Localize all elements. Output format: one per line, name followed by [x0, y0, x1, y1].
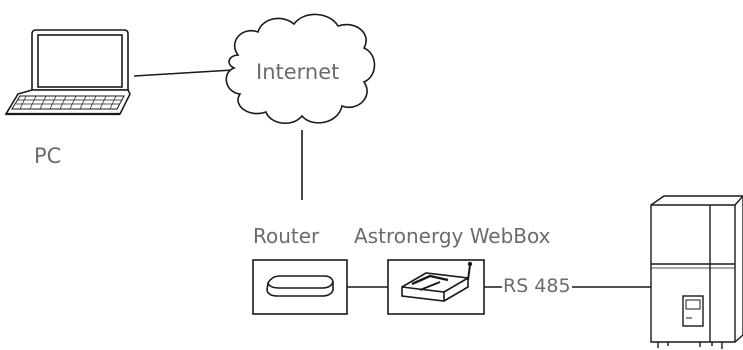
- rs485-label: RS 485: [502, 275, 572, 297]
- router-icon: [252, 259, 348, 315]
- laptop-icon: [4, 29, 131, 116]
- inverter-icon: [650, 195, 743, 349]
- cloud-icon: [225, 13, 376, 124]
- pc-internet-line: [133, 69, 234, 77]
- webbox-label: Astronergy WebBox: [354, 224, 551, 248]
- webbox-icon: [387, 259, 485, 315]
- router-label: Router: [253, 224, 320, 248]
- pc-label: PC: [34, 144, 62, 168]
- internet-label: Internet: [256, 60, 340, 84]
